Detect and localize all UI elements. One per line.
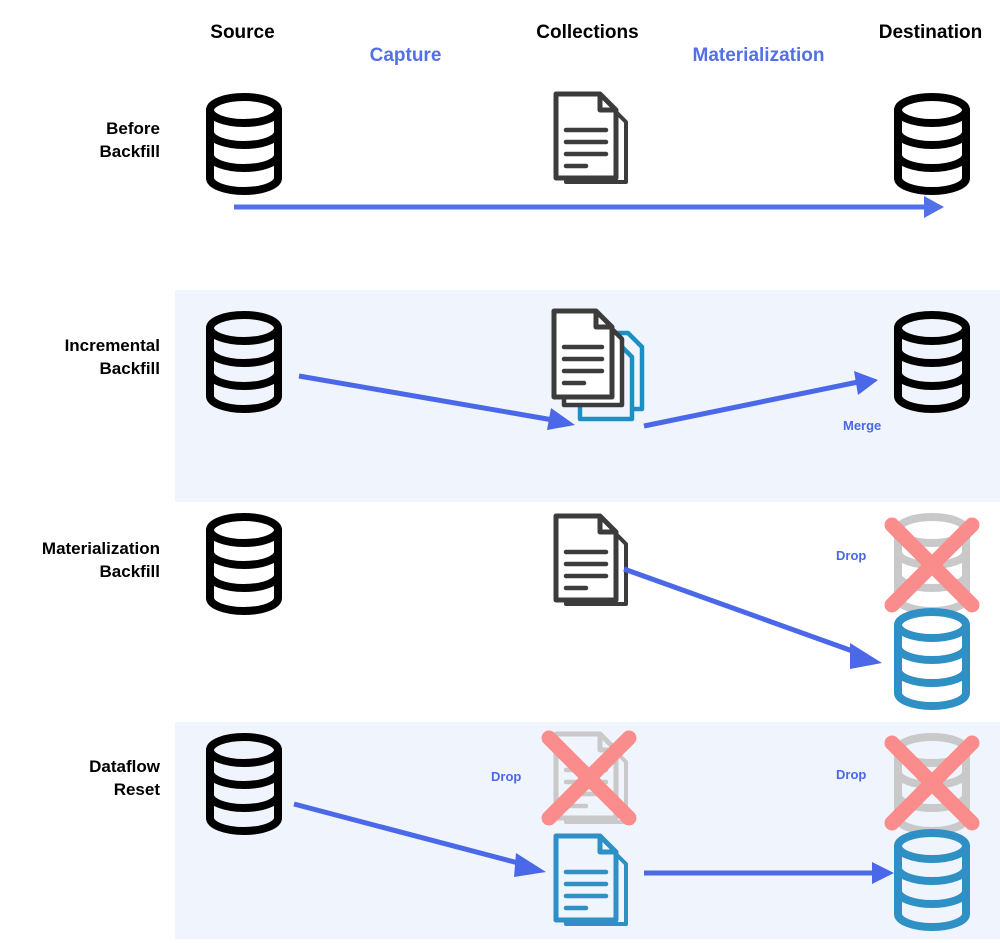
- column-header-collections: Collections: [536, 22, 639, 43]
- row-label-incremental-backfill: Incremental Backfill: [65, 335, 160, 381]
- arrow-right-icon-dataflow-materialization: [640, 858, 900, 893]
- database-cylinder-icon-source-before: [203, 92, 285, 201]
- annotation-drop-dataflow-collection: Drop: [491, 769, 522, 784]
- database-cylinder-icon-destination-new-dataflow: [891, 828, 973, 937]
- database-cylinder-icon-source-incremental: [203, 310, 285, 419]
- document-pages-icon-collections-new-dataflow: [552, 832, 630, 943]
- stage-label-materialization: Materialization: [692, 45, 825, 66]
- database-cylinder-icon-destination-new-materialization: [891, 607, 973, 716]
- row-label-materialization-backfill: Materialization Backfill: [42, 538, 160, 584]
- cross-x-icon-destination-materialization: [882, 515, 982, 620]
- row-label-dataflow-reset-line1: Dataflow: [89, 757, 160, 776]
- row-label-before-backfill-line2: Backfill: [99, 141, 160, 161]
- database-cylinder-icon-source-materialization: [203, 512, 285, 621]
- cross-x-icon-destination-dataflow: [882, 733, 982, 838]
- document-pages-icon-collections-incremental: [548, 305, 658, 435]
- row-label-incremental-backfill-line1: Incremental: [64, 336, 160, 355]
- database-cylinder-icon-destination-incremental: [891, 310, 973, 419]
- row-label-incremental-backfill-line2: Backfill: [99, 358, 160, 378]
- stage-label-capture: Capture: [369, 45, 442, 66]
- database-cylinder-icon-source-dataflow: [203, 732, 285, 841]
- row-label-materialization-backfill-line1: Materialization: [41, 539, 160, 558]
- arrow-right-icon-dataflow-capture: [290, 800, 555, 895]
- column-header-destination: Destination: [878, 22, 983, 43]
- arrow-right-icon-materialization-backfill: [620, 565, 890, 680]
- document-pages-icon-collections-materialization: [552, 512, 630, 623]
- annotation-drop-dataflow-destination: Drop: [836, 767, 867, 782]
- cross-x-icon-collections-dataflow: [539, 728, 639, 833]
- arrow-right-icon-incremental-capture: [295, 368, 585, 443]
- row-label-dataflow-reset-line2: Reset: [113, 779, 160, 799]
- annotation-drop-materialization-destination: Drop: [836, 548, 867, 563]
- document-pages-icon-collections-before: [552, 90, 630, 201]
- row-label-before-backfill-line1: Before: [106, 119, 160, 138]
- row-label-before-backfill: Before Backfill: [100, 118, 160, 164]
- row-label-dataflow-reset: Dataflow Reset: [89, 756, 160, 802]
- annotation-merge: Merge: [843, 418, 882, 433]
- column-header-source: Source: [210, 22, 275, 43]
- arrow-right-icon-incremental-materialization: [640, 368, 885, 443]
- database-cylinder-icon-destination-before: [891, 92, 973, 201]
- arrow-right-icon-before-backfill-full: [230, 192, 950, 227]
- row-label-materialization-backfill-line2: Backfill: [99, 561, 160, 581]
